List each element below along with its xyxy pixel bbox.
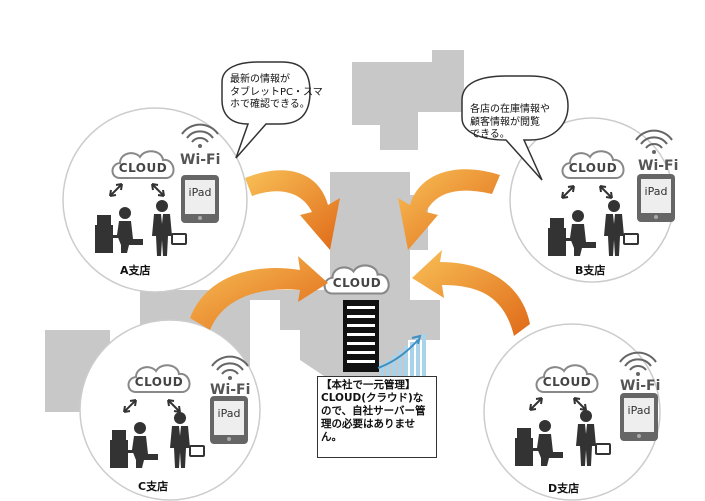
branch-b-cloud-label: CLOUD	[568, 161, 618, 175]
branch-c-label: C支店	[138, 480, 169, 493]
branch-a-label: A支店	[120, 264, 151, 277]
branch-d-cloud-label: CLOUD	[542, 375, 592, 389]
growth-chart-icon	[377, 334, 426, 378]
branch-a-contents	[95, 123, 219, 257]
branch-b-ipad-label: iPad	[644, 185, 668, 198]
arrows	[190, 169, 530, 336]
arrow-from-a	[245, 170, 340, 250]
branch-c-ipad-label: iPad	[217, 407, 241, 420]
branch-a-wifi-label: Wi-Fi	[180, 152, 221, 168]
arrow-from-b	[398, 169, 500, 250]
branch-b-wifi-label: Wi-Fi	[638, 158, 679, 174]
bubble-left-text: 最新の情報が タブレットPC・スマ ホで確認できる。	[230, 74, 323, 110]
branch-d-ipad-label: iPad	[627, 404, 651, 417]
branch-c-cloud-label: CLOUD	[134, 375, 184, 389]
branch-d-wifi-label: Wi-Fi	[620, 378, 661, 394]
hq-note-body: CLOUD(クラウド)なので、自社サーバー管理の必要はありません。	[321, 392, 426, 443]
bubble-right-text: 各店の在庫情報や 顧客情報が閲覧 できる。	[470, 104, 550, 140]
hq-note-title: 【本社で一元管理】	[321, 379, 416, 391]
branch-a-circle	[62, 107, 248, 293]
branch-b-label: B支店	[575, 264, 606, 277]
branch-c-wifi-label: Wi-Fi	[210, 382, 251, 398]
branch-d-label: D支店	[548, 482, 580, 495]
arrow-from-d	[412, 250, 530, 336]
branch-a-cloud-label: CLOUD	[118, 161, 168, 175]
speech-bubble-right	[461, 75, 569, 181]
branch-a-ipad-label: iPad	[188, 186, 212, 199]
arrow-from-c	[190, 256, 328, 330]
hq-cloud-label: CLOUD	[332, 276, 382, 290]
hq-note: 【本社で一元管理】 CLOUD(クラウド)なので、自社サーバー管理の必要はありま…	[317, 376, 437, 458]
branch-c-contents	[110, 355, 249, 469]
branch-d-contents	[515, 351, 658, 467]
branch-b-contents	[548, 129, 675, 257]
server-tower	[343, 300, 379, 372]
speech-bubble-left	[221, 61, 311, 159]
